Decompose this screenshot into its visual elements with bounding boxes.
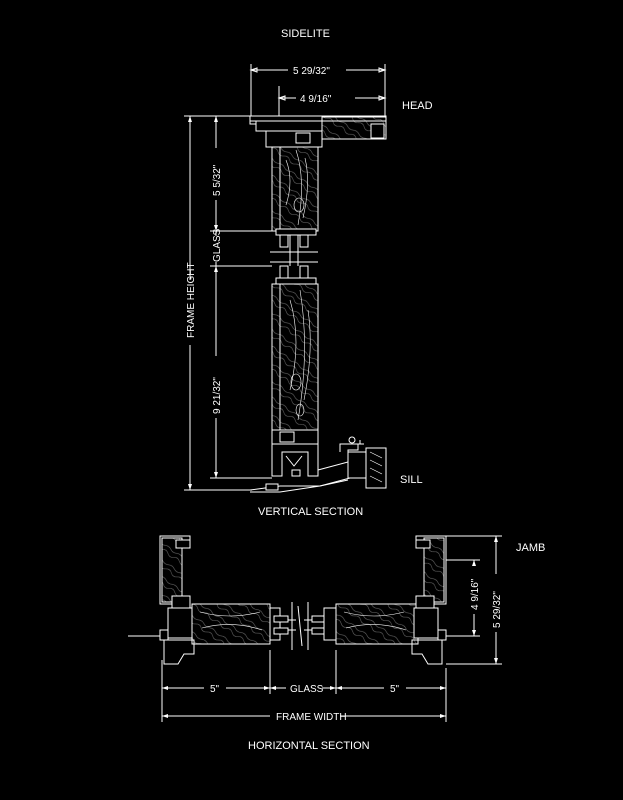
dim-jamb-inner: 4 9/16" xyxy=(470,578,481,610)
dim-glass-horizontal: GLASS xyxy=(290,684,324,695)
dim-lower-rail: 9 21/32" xyxy=(212,377,223,414)
dim-stile-right: 5" xyxy=(390,684,400,695)
dim-stile-left: 5" xyxy=(210,684,220,695)
sidelite-title: SIDELITE xyxy=(281,28,330,40)
dim-top-inner: 4 9/16" xyxy=(300,94,332,105)
horizontal-section-label: HORIZONTAL SECTION xyxy=(248,740,370,752)
sill-label: SILL xyxy=(400,474,423,486)
dim-glass-vertical: GLASS xyxy=(212,228,223,262)
dim-top-overall: 5 29/32" xyxy=(293,66,330,77)
vertical-section: 5 29/32" 4 9/16" HEAD xyxy=(184,64,433,518)
head-label: HEAD xyxy=(402,100,433,112)
dim-upper-rail: 5 5/32" xyxy=(212,164,223,196)
dim-jamb-overall: 5 29/32" xyxy=(492,591,503,628)
jamb-label: JAMB xyxy=(516,542,545,554)
dim-frame-height: FRAME HEIGHT xyxy=(186,262,197,338)
horizontal-section: 4 9/16" 5 29/32" JAMB 5" GLASS 5" FRAME … xyxy=(128,535,545,752)
dim-frame-width: FRAME WIDTH xyxy=(276,712,347,723)
vertical-section-label: VERTICAL SECTION xyxy=(258,506,363,518)
